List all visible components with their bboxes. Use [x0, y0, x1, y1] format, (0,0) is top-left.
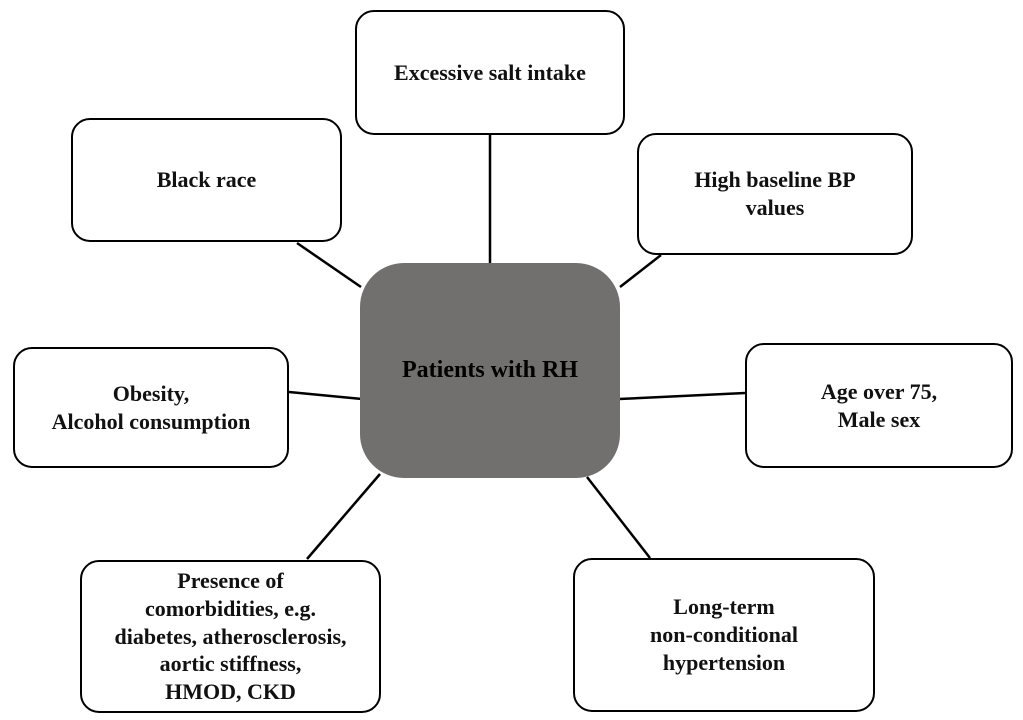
connector-right — [618, 391, 746, 401]
connector-top-right — [619, 254, 662, 288]
node-long-term-non-conditional-hypertension: Long-term non-conditional hypertension — [573, 558, 875, 712]
node-black-race: Black race — [71, 118, 342, 242]
node-obesity-alcohol-consumption: Obesity, Alcohol consumption — [13, 347, 289, 468]
connector-bottom-right — [586, 476, 651, 559]
node-age-over-75-male-sex: Age over 75, Male sex — [745, 343, 1013, 468]
connector-bottom-left — [306, 473, 381, 560]
connector-left — [288, 390, 363, 401]
node-high-baseline-bp-values: High baseline BP values — [637, 133, 913, 255]
node-presence-of-comorbidities: Presence of comorbidities, e.g. diabetes… — [80, 560, 381, 713]
node-patients-with-rh: Patients with RH — [360, 263, 620, 478]
node-excessive-salt-intake: Excessive salt intake — [355, 10, 625, 135]
connector-top-left — [296, 241, 362, 289]
